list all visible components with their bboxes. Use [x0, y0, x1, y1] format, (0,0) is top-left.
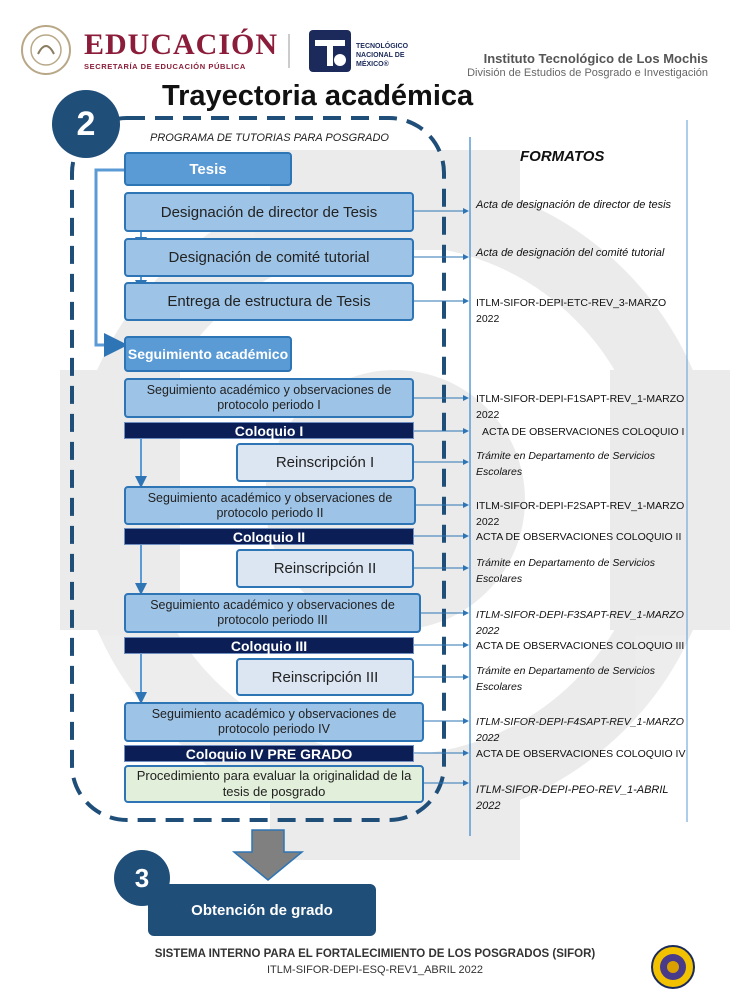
seg4-label: Seguimiento académico y observaciones de…: [151, 707, 397, 736]
footer-code: ITLM-SIFOR-DEPI-ESQ-REV1_ABRIL 2022: [267, 964, 483, 976]
step-3-circle: 3: [114, 850, 170, 906]
format-coloquio1: ACTA DE OBSERVACIONES COLOQUIO I: [482, 426, 685, 438]
grade-box: Obtención de grado: [148, 884, 376, 936]
format-seg1: ITLM-SIFOR-DEPI-F1SAPT-REV_1-MARZO 2022: [476, 393, 685, 421]
coloquio1-box: Coloquio I: [124, 422, 414, 439]
reins3-label: Reinscripción III: [271, 668, 379, 686]
seg3-box: Seguimiento académico y observaciones de…: [124, 593, 421, 633]
itlm-seal-logo: [650, 944, 696, 990]
institution-name: Instituto Tecnológico de Los Mochis: [483, 51, 708, 66]
footer-title: SISTEMA INTERNO PARA EL FORTALECIMIENTO …: [154, 948, 596, 960]
tesis-box: Tesis: [124, 152, 292, 186]
coloquio1-label: Coloquio I: [234, 422, 304, 439]
coloquio3-box: Coloquio III: [124, 637, 414, 654]
format-estructura: ITLM-SIFOR-DEPI-ETC-REV_3-MARZO 2022: [476, 297, 667, 325]
down-arrow: [231, 829, 305, 881]
format-seg4: ITLM-SIFOR-DEPI-F4SAPT-REV_1-MARZO 2022: [476, 716, 684, 744]
seguimiento-label: Seguimiento académico: [127, 345, 289, 362]
seg4-box: Seguimiento académico y observaciones de…: [124, 702, 424, 742]
coloquio2-box: Coloquio II: [124, 528, 414, 545]
reins1-box: Reinscripción I: [236, 443, 414, 482]
format-seg2: ITLM-SIFOR-DEPI-F2SAPT-REV_1-MARZO 2022: [476, 500, 685, 528]
coloquio3-label: Coloquio III: [230, 637, 308, 654]
reins1-label: Reinscripción I: [275, 454, 375, 471]
format-director: Acta de designación de director de tesis: [476, 199, 672, 211]
reins2-label: Reinscripción II: [273, 560, 377, 577]
program-label: PROGRAMA DE TUTORIAS PARA POSGRADO: [150, 132, 389, 144]
coloquio4-label: Coloquio IV PRE GRADO: [185, 745, 353, 762]
format-reins1: Trámite en Departamento de Servicios Esc…: [476, 450, 655, 478]
estructura-box: Entrega de estructura de Tesis: [124, 282, 414, 321]
dashed-container: [70, 116, 446, 822]
format-coloquio2: ACTA DE OBSERVACIONES COLOQUIO II: [476, 531, 682, 543]
step-2-number: 2: [76, 105, 96, 143]
seg1-box: Seguimiento académico y observaciones de…: [124, 378, 414, 418]
educacion-logo-text: EDUCACIÓN: [84, 28, 279, 61]
tecnm-text: TECNOLÓGICO NACIONAL DE MÉXICO®: [356, 43, 409, 68]
comite-box: Designación de comité tutorial: [124, 238, 414, 277]
division-name: División de Estudios de Posgrado e Inves…: [467, 67, 708, 79]
seg2-label: Seguimiento académico y observaciones de…: [147, 490, 393, 520]
reins3-box: Reinscripción III: [236, 658, 414, 696]
estructura-label: Entrega de estructura de Tesis: [167, 293, 371, 310]
seg3-label: Seguimiento académico y observaciones de…: [150, 598, 395, 627]
page-title: Trayectoria académica: [162, 80, 474, 112]
sep-subtitle: SECRETARÍA DE EDUCACIÓN PÚBLICA: [84, 62, 246, 71]
tesis-label: Tesis: [189, 160, 227, 178]
step-2-circle: 2: [52, 90, 120, 158]
seguimiento-box: Seguimiento académico: [124, 336, 292, 372]
seg2-box: Seguimiento académico y observaciones de…: [124, 486, 416, 525]
seg1-label: Seguimiento académico y observaciones de…: [146, 383, 392, 412]
format-reins3: Trámite en Departamento de Servicios Esc…: [476, 665, 655, 693]
format-coloquio3: ACTA DE OBSERVACIONES COLOQUIO III: [476, 640, 685, 652]
grade-label: Obtención de grado: [191, 901, 333, 919]
loop-arrow: [94, 168, 128, 357]
director-box: Designación de director de Tesis: [124, 192, 414, 232]
comite-label: Designación de comité tutorial: [168, 249, 370, 266]
coloquio2-label: Coloquio II: [232, 528, 306, 545]
tecnm-logo: [307, 28, 353, 74]
step-3-number: 3: [134, 863, 150, 893]
format-reins2: Trámite en Departamento de Servicios Esc…: [476, 557, 655, 585]
originalidad-label: Procedimiento para evaluar la originalid…: [136, 768, 412, 799]
formats-header: FORMATOS: [520, 148, 605, 165]
reins2-box: Reinscripción II: [236, 549, 414, 588]
mexico-seal-logo: [20, 24, 72, 76]
director-label: Designación de director de Tesis: [160, 203, 378, 221]
format-comite: Acta de designación del comité tutorial: [476, 247, 665, 259]
format-seg3: ITLM-SIFOR-DEPI-F3SAPT-REV_1-MARZO 2022: [476, 609, 684, 637]
format-originalidad: ITLM-SIFOR-DEPI-PEO-REV_1-ABRIL 2022: [476, 784, 669, 812]
format-coloquio4: ACTA DE OBSERVACIONES COLOQUIO IV: [476, 748, 686, 760]
originalidad-box: Procedimiento para evaluar la originalid…: [124, 765, 424, 803]
coloquio4-box: Coloquio IV PRE GRADO: [124, 745, 414, 762]
